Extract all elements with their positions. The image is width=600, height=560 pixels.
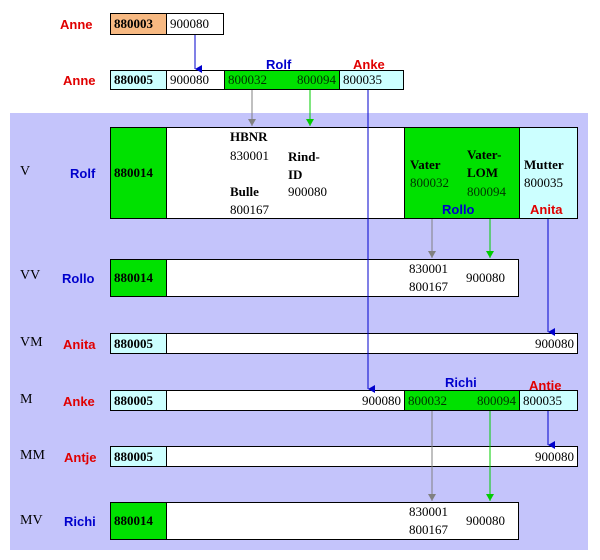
name-rollo: Rollo bbox=[62, 271, 95, 286]
row-code-mv: MV bbox=[20, 513, 43, 528]
row-code-vm: VM bbox=[20, 335, 43, 350]
value-bulle: 800167 bbox=[230, 202, 269, 217]
value-cell: 900080 bbox=[166, 390, 405, 411]
name-anita: Anita bbox=[63, 337, 96, 352]
value-vater-lom: 800094 bbox=[467, 184, 506, 199]
value-hbnr: 830001 bbox=[409, 261, 448, 276]
value-vater: 800032 bbox=[410, 175, 449, 190]
value-rind: 900080 bbox=[466, 270, 505, 285]
name-antje: Antje bbox=[64, 450, 97, 465]
name-anne-1: Anne bbox=[60, 17, 93, 32]
value-green-1: 800032 bbox=[408, 392, 447, 408]
id-cell-880005: 880005 bbox=[110, 333, 167, 354]
label-rolf: Rolf bbox=[266, 57, 292, 72]
label-richi: Richi bbox=[445, 375, 477, 390]
value-hbnr: 830001 bbox=[409, 504, 448, 519]
name-anke: Anke bbox=[63, 394, 95, 409]
name-anne-2: Anne bbox=[63, 73, 96, 88]
id-cell-880005: 880005 bbox=[110, 446, 167, 467]
id-cell-880005: 880005 bbox=[110, 70, 167, 90]
label-rollo: Rollo bbox=[442, 202, 475, 217]
name-rolf: Rolf bbox=[70, 166, 96, 181]
label-vater-lom: Vater- LOM bbox=[467, 147, 502, 180]
label-mutter: Mutter bbox=[524, 157, 564, 172]
value-green-1: 800032 bbox=[228, 72, 267, 87]
value-green-2: 800094 bbox=[297, 72, 336, 87]
id-cell-880005: 880005 bbox=[110, 390, 167, 411]
green-cell: 800032 800094 bbox=[404, 390, 520, 411]
value-hbnr: 830001 bbox=[230, 148, 269, 163]
mother-cyan-cell bbox=[519, 127, 578, 219]
row-code-vv: VV bbox=[20, 268, 41, 283]
value-green-2: 800094 bbox=[477, 392, 516, 408]
value-mutter: 800035 bbox=[524, 175, 563, 190]
row-code-v: V bbox=[20, 164, 31, 179]
value-rind: 900080 bbox=[288, 184, 327, 199]
cyan-cell: 800035 bbox=[339, 70, 404, 90]
label-anita: Anita bbox=[530, 202, 563, 217]
cyan-cell: 800035 bbox=[519, 390, 578, 411]
id-cell-880014: 880014 bbox=[110, 259, 167, 297]
label-vater: Vater bbox=[410, 157, 441, 172]
id-cell-880003: 880003 bbox=[110, 13, 167, 35]
value-cell: 900080 bbox=[166, 333, 578, 354]
row-code-m: M bbox=[20, 392, 33, 407]
row-code-mm: MM bbox=[20, 448, 45, 463]
info-cell bbox=[166, 502, 519, 540]
label-rind-id: Rind- ID bbox=[288, 149, 320, 182]
label-hbnr: HBNR bbox=[230, 129, 268, 144]
value-bulle: 800167 bbox=[409, 522, 448, 537]
info-cell bbox=[166, 259, 519, 297]
name-richi: Richi bbox=[64, 514, 96, 529]
value-cell: 900080 bbox=[166, 446, 578, 467]
label-bulle: Bulle bbox=[230, 184, 259, 199]
value-cell: 900080 bbox=[166, 13, 224, 35]
label-anke: Anke bbox=[353, 57, 385, 72]
info-cell bbox=[166, 127, 405, 219]
value-cell: 900080 bbox=[166, 70, 225, 90]
id-cell-880014: 880014 bbox=[110, 502, 167, 540]
value-bulle: 800167 bbox=[409, 279, 448, 294]
value-rind: 900080 bbox=[466, 513, 505, 528]
label-antje: Antje bbox=[529, 378, 562, 393]
parents-green-cell bbox=[404, 127, 520, 219]
